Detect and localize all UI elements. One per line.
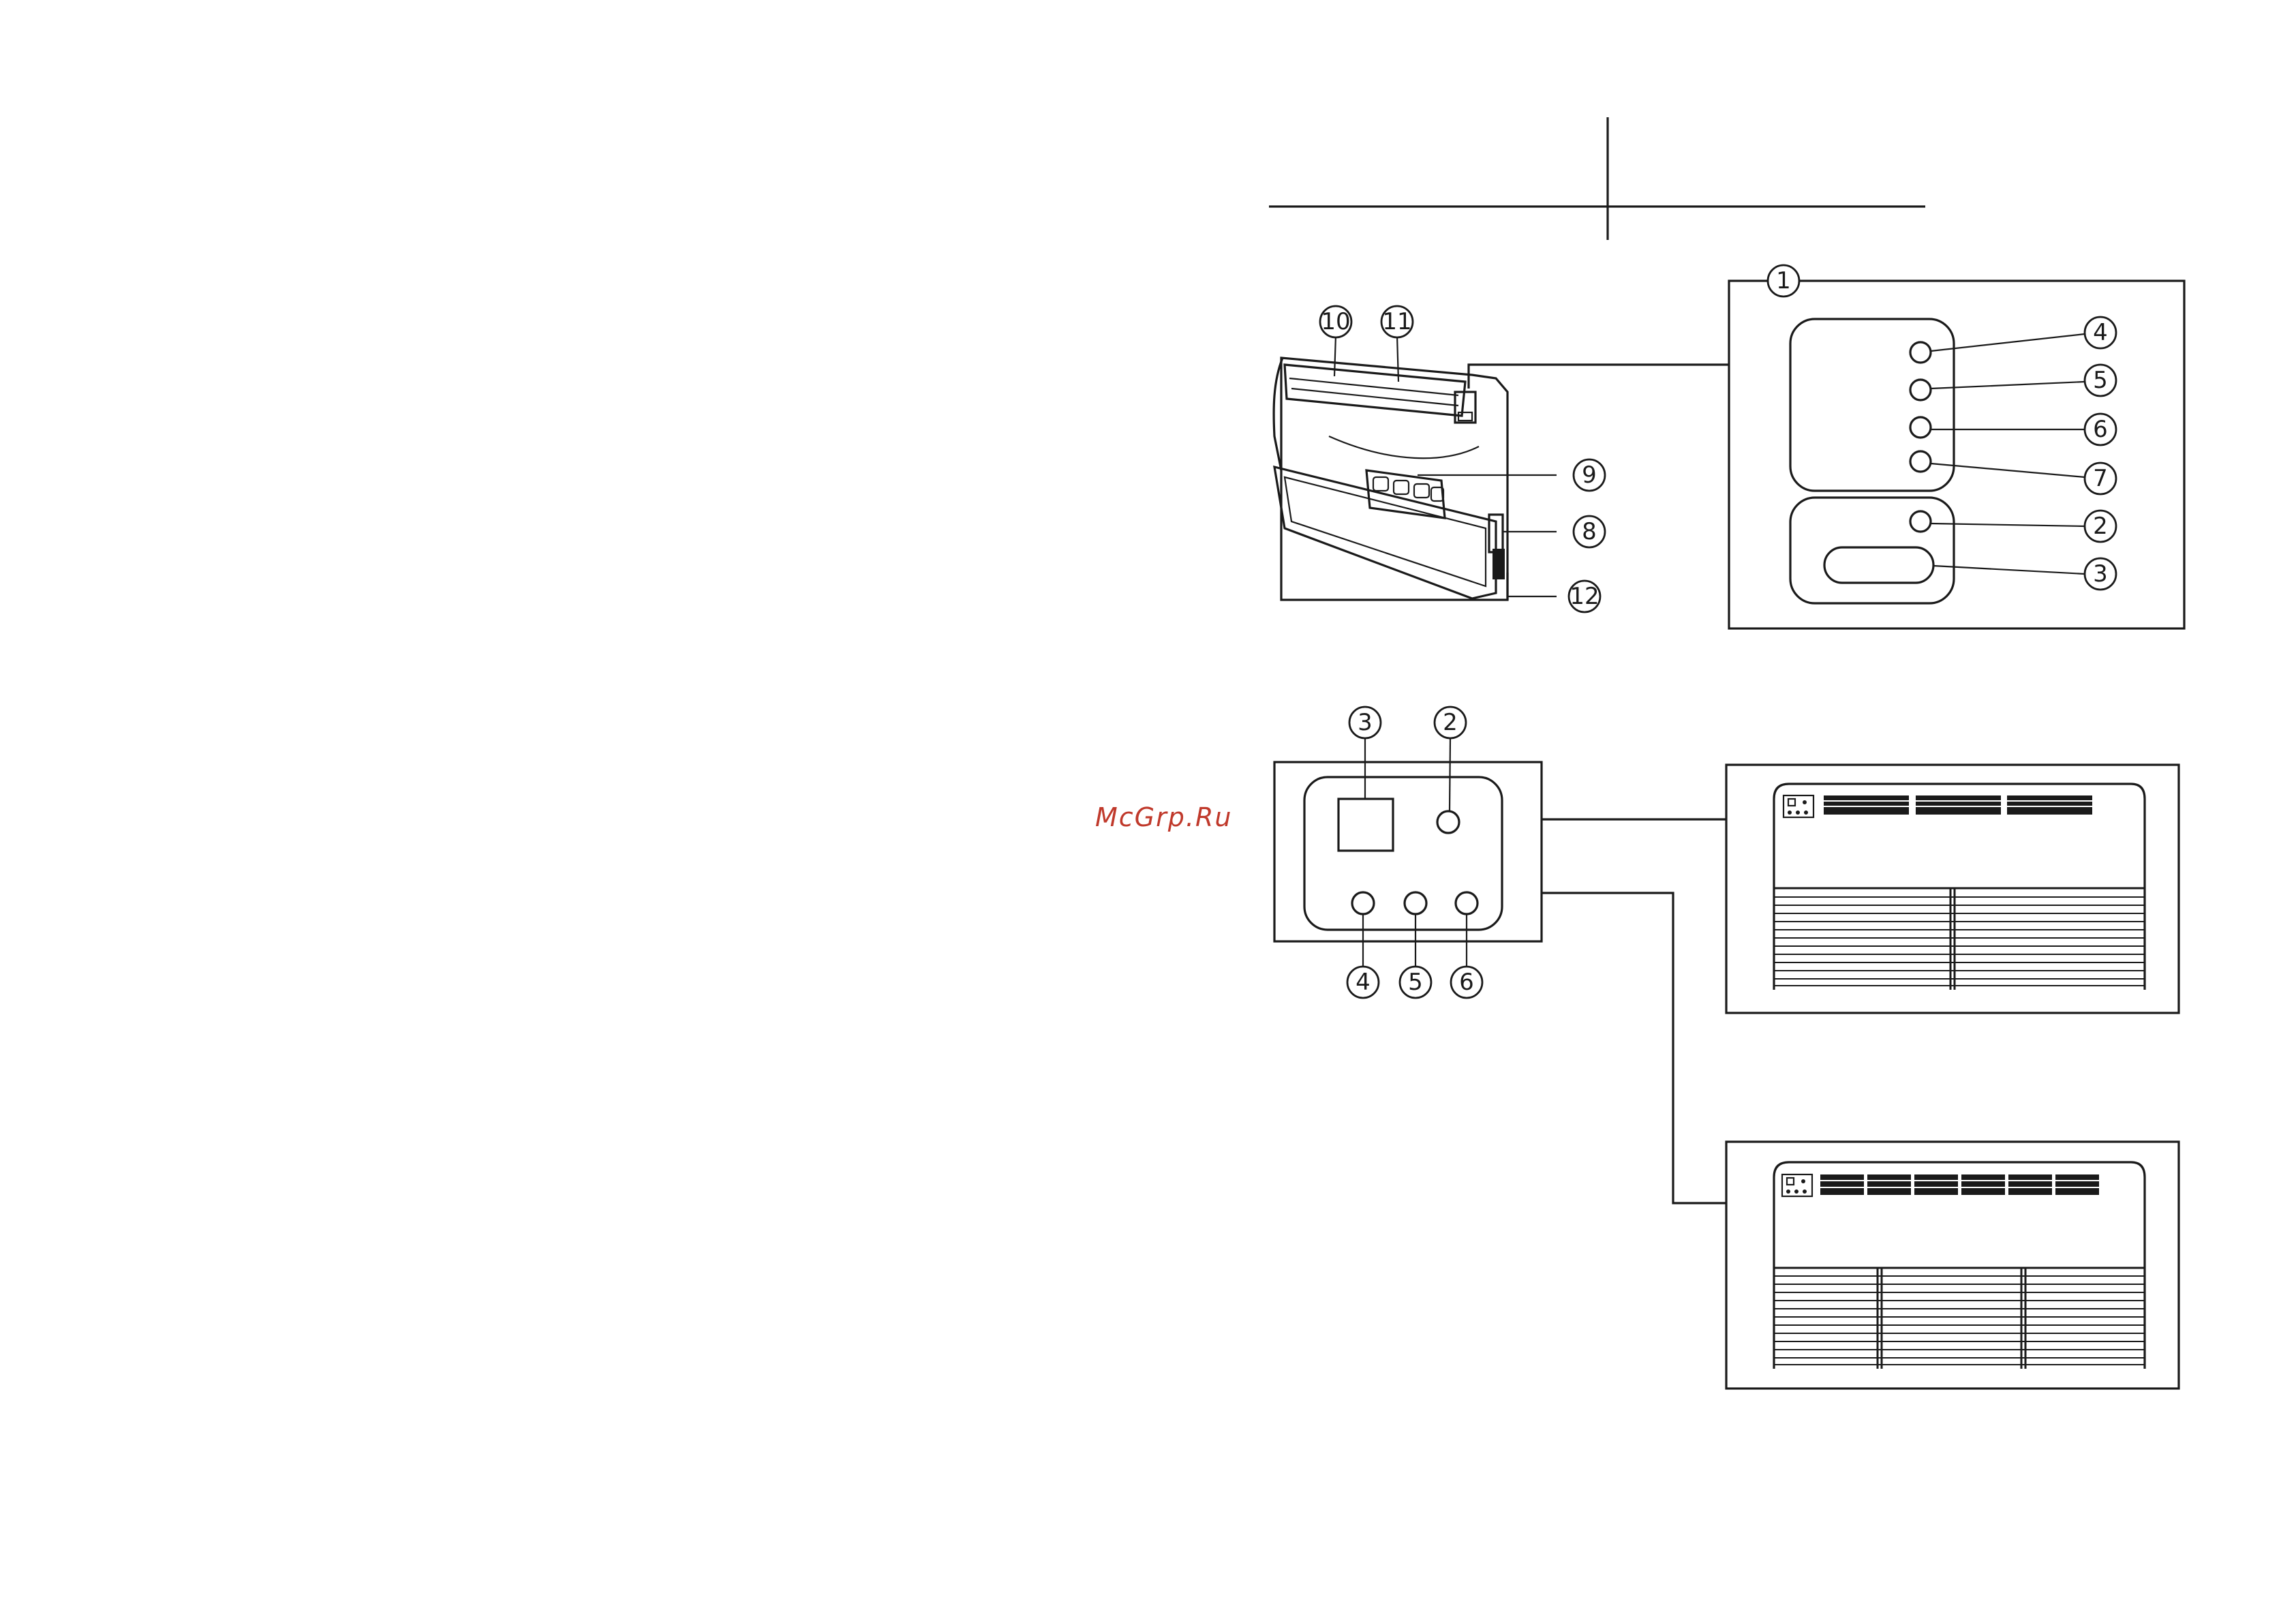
panel-button-7-icon [1910, 451, 1931, 472]
svg-text:8: 8 [1582, 518, 1597, 545]
panel-button-4-icon [1910, 342, 1931, 363]
outlet-vents-b [1820, 1174, 2099, 1195]
callout-8: 8 [1574, 516, 1605, 547]
svg-text:10: 10 [1321, 308, 1350, 335]
callout-10: 10 [1320, 306, 1351, 337]
callout-mid-2: 2 [1435, 707, 1466, 738]
svg-text:5: 5 [1408, 969, 1423, 996]
callout-4: 4 [2085, 317, 2116, 348]
svg-text:5: 5 [2093, 367, 2108, 394]
connector-lines [1542, 819, 1726, 1203]
button-4-icon [1352, 892, 1374, 914]
svg-text:6: 6 [1459, 969, 1474, 996]
callout-12: 12 [1569, 581, 1600, 612]
svg-text:3: 3 [1358, 709, 1373, 736]
unit-front-six-vent [1726, 1142, 2179, 1389]
svg-text:6: 6 [2093, 416, 2108, 443]
outlet-vents [1824, 795, 2092, 815]
panel-button-5-icon [1910, 380, 1931, 400]
svg-text:11: 11 [1382, 308, 1411, 335]
svg-text:12: 12 [1570, 583, 1599, 610]
callout-7: 7 [2085, 463, 2116, 494]
svg-text:2: 2 [1443, 709, 1458, 736]
svg-text:7: 7 [2093, 465, 2108, 492]
svg-text:4: 4 [1356, 969, 1371, 996]
callout-1: 1 [1768, 265, 1799, 297]
header-rule [1269, 117, 1925, 240]
callout-11: 11 [1381, 306, 1413, 337]
intake-grille [1774, 888, 2145, 990]
panel-button-6-icon [1910, 417, 1931, 438]
panel-button-2-icon [1910, 511, 1931, 532]
indoor-unit-illustration [1274, 358, 1507, 600]
display-window-icon [1338, 799, 1393, 851]
callout-9: 9 [1574, 459, 1605, 491]
callout-mid-6: 6 [1451, 967, 1482, 998]
callout-mid-4: 4 [1347, 967, 1379, 998]
svg-text:2: 2 [2093, 513, 2108, 540]
svg-text:1: 1 [1776, 267, 1791, 294]
control-box-detail [1274, 738, 1542, 967]
callout-2: 2 [2085, 511, 2116, 542]
panel-display-icon [1824, 547, 1933, 583]
callout-mid-5: 5 [1400, 967, 1431, 998]
button-2-icon [1437, 811, 1459, 833]
callout-5: 5 [2085, 365, 2116, 396]
svg-text:4: 4 [2093, 319, 2108, 346]
svg-text:9: 9 [1582, 461, 1597, 489]
svg-text:3: 3 [2093, 560, 2108, 588]
intake-grille-b [1774, 1268, 2145, 1369]
callout-6: 6 [2085, 414, 2116, 445]
callout-3: 3 [2085, 558, 2116, 590]
button-5-icon [1405, 892, 1426, 914]
callout-mid-3: 3 [1349, 707, 1381, 738]
unit-front-three-vent [1726, 765, 2179, 1013]
button-6-icon [1456, 892, 1478, 914]
watermark-text: McGrp.Ru [1095, 802, 1232, 832]
